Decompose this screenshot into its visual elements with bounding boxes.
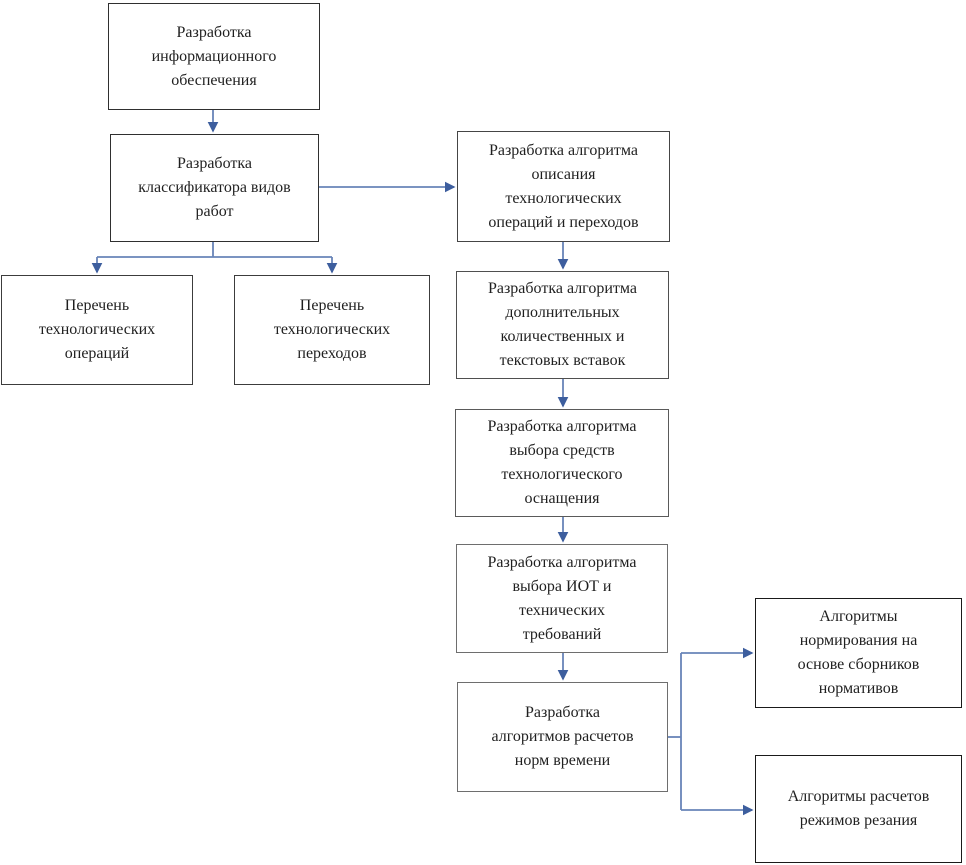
node-label: Разработка алгоритма выбора ИОТ и технич… (487, 553, 637, 643)
node-label: Разработка алгоритмов расчетов норм врем… (491, 704, 634, 769)
node-list-tech-transitions: Перечень технологических переходов (234, 275, 430, 385)
node-algo-description: Разработка алгоритма описания технологич… (457, 131, 670, 242)
node-algo-inserts: Разработка алгоритма дополнительных коли… (456, 271, 669, 379)
node-label: Перечень технологических операций (38, 297, 156, 362)
node-label: Разработка алгоритма описания технологич… (488, 141, 639, 231)
node-list-tech-operations: Перечень технологических операций (1, 275, 193, 385)
node-algo-norm-collections: Алгоритмы нормирования на основе сборник… (755, 598, 962, 708)
node-algo-tooling: Разработка алгоритма выбора средств техн… (455, 409, 669, 517)
node-label: Разработка алгоритма выбора средств техн… (487, 418, 637, 507)
node-algo-iot: Разработка алгоритма выбора ИОТ и технич… (456, 544, 668, 653)
node-develop-work-classifier: Разработка классификатора видов работ (110, 134, 319, 242)
node-develop-info-support: Разработка информационного обеспечения (108, 3, 320, 110)
node-label: Алгоритмы расчетов режимов резания (787, 788, 930, 829)
node-label: Разработка алгоритма дополнительных коли… (487, 280, 638, 369)
node-algo-time-norms: Разработка алгоритмов расчетов норм врем… (457, 682, 668, 792)
node-algo-cutting-modes: Алгоритмы расчетов режимов резания (755, 755, 962, 863)
node-label: Разработка информационного обеспечения (151, 23, 277, 89)
node-label: Перечень технологических переходов (273, 297, 391, 362)
node-label: Алгоритмы нормирования на основе сборник… (797, 608, 920, 697)
node-label: Разработка классификатора видов работ (138, 155, 291, 220)
